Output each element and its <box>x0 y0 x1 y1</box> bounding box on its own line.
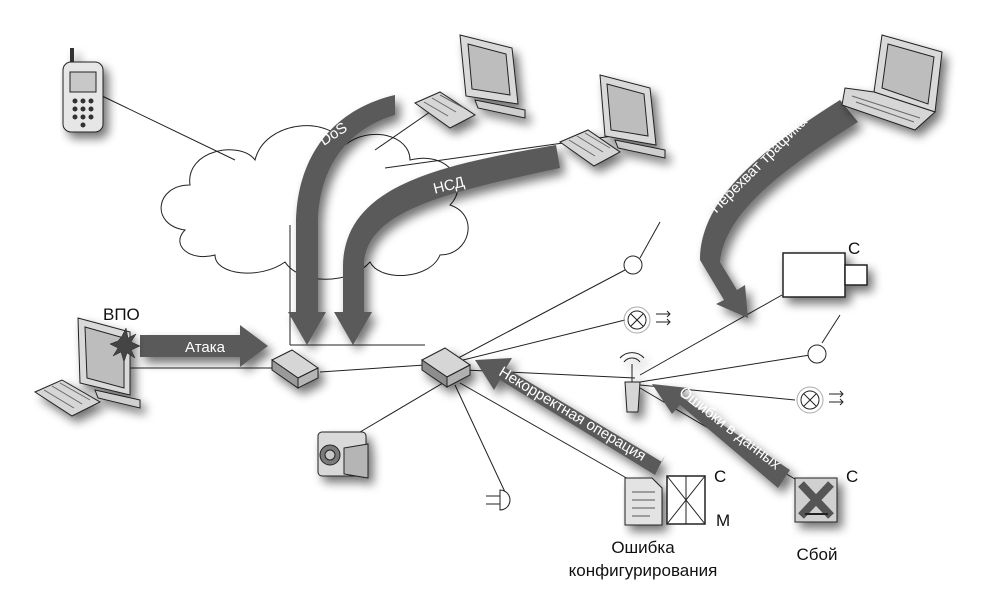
router-icon <box>271 349 319 389</box>
monitor-top-center-icon <box>459 34 526 119</box>
vpo-label: ВПО <box>103 305 140 324</box>
camera-c-label: С <box>848 239 860 258</box>
video-camera-icon <box>782 252 868 298</box>
camcorder-icon <box>317 431 369 479</box>
switch-icon <box>421 347 471 388</box>
plug-icon <box>486 489 511 511</box>
threat-arrow-attack: Атака <box>140 325 268 367</box>
threat-arrow-wrong-operation: Некорректная операция <box>475 358 665 475</box>
config-module-icon <box>666 475 706 525</box>
switch-symbol-right <box>807 344 827 364</box>
monitor-top-right-icon <box>599 74 666 159</box>
failure-label: Сбой <box>797 545 838 564</box>
access-point-icon <box>619 352 645 413</box>
config-m-label: М <box>716 511 730 530</box>
threat-arrow-dos: DoS <box>288 95 395 345</box>
failure-device-icon <box>794 477 838 523</box>
attack-label: Атака <box>185 339 226 356</box>
config-document-icon <box>624 477 663 526</box>
lamp-indicator-upper-icon <box>623 306 671 334</box>
config-error-label-line1: Ошибка <box>611 538 675 557</box>
mobile-phone-icon <box>62 48 104 133</box>
config-c-label: С <box>714 467 726 486</box>
keyboard-top-right-icon <box>558 129 621 167</box>
keyboard-top-center-icon <box>413 91 476 129</box>
lamp-indicator-lower-icon <box>796 386 844 414</box>
laptop-icon <box>841 34 943 131</box>
switch-symbol-upper <box>623 255 643 275</box>
failure-c-label: С <box>846 467 858 486</box>
wrong-operation-label: Некорректная операция <box>496 363 649 464</box>
virus-burst-icon <box>109 327 141 363</box>
config-error-label-line2: конфигурирования <box>569 561 718 580</box>
keyboard-left-icon <box>33 379 102 417</box>
intercept-label: Перехват трафика <box>707 113 811 217</box>
